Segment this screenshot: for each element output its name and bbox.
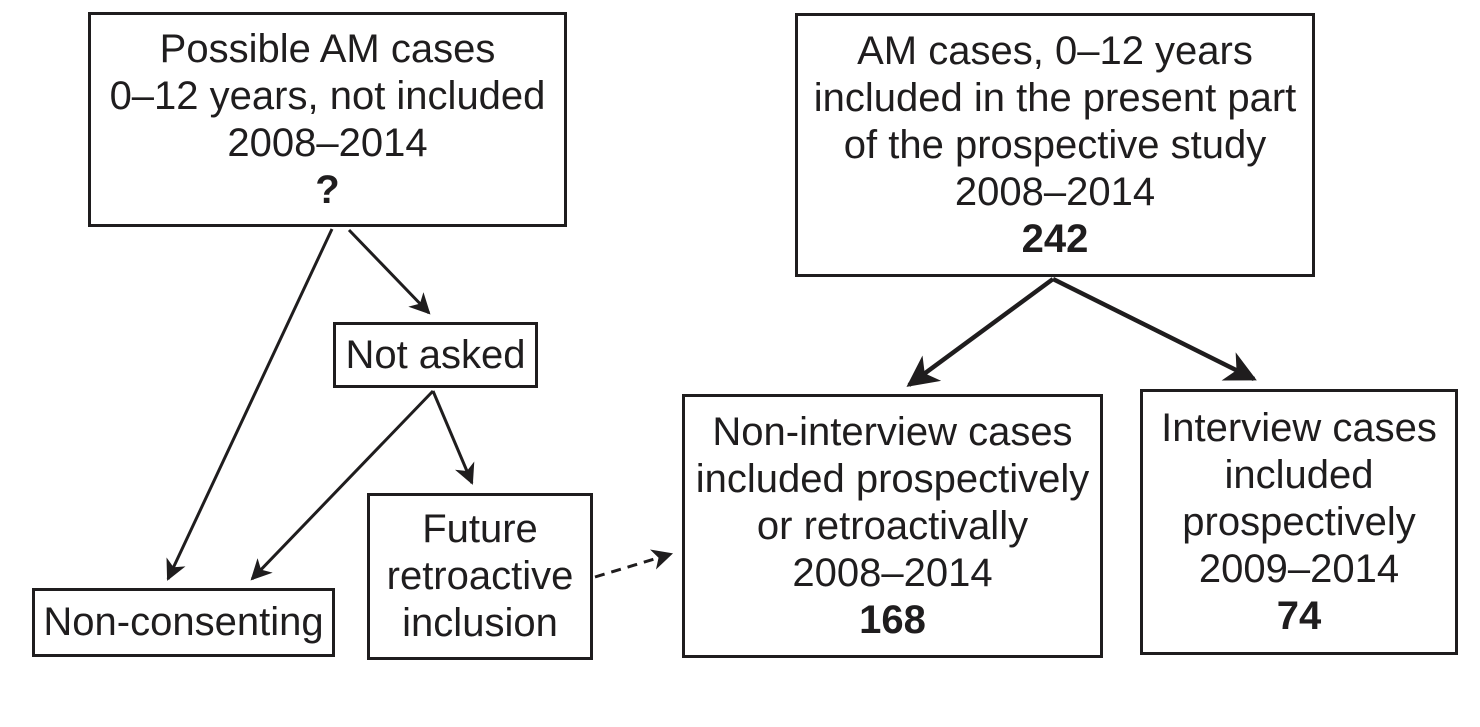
arrow-notasked-to-nonconsenting [250, 389, 435, 581]
node-text-line: Non-consenting [43, 600, 324, 644]
node-text-line: included prospectively [695, 456, 1090, 501]
node-text-line: 0–12 years, not included [109, 73, 546, 118]
node-text-line: AM cases, 0–12 years [857, 28, 1253, 73]
node-text-line: 2008–2014 [792, 550, 993, 595]
node-interview-cases: Interview cases included prospectively 2… [1140, 389, 1458, 655]
arrow-future-to-noninterview-dashed [594, 549, 674, 579]
node-count-value: 242 [1021, 216, 1089, 261]
node-text-line: inclusion [402, 601, 558, 645]
arrow-notasked-to-future [431, 390, 475, 485]
arrow-amcases-to-noninterview [906, 277, 1055, 387]
node-text-line: 2008–2014 [954, 169, 1156, 214]
node-text-line: Not asked [345, 332, 526, 377]
node-text-line: Interview cases [1161, 405, 1437, 450]
node-am-cases-included: AM cases, 0–12 years included in the pre… [795, 13, 1315, 277]
node-possible-am-cases: Possible AM cases 0–12 years, not includ… [88, 12, 567, 227]
node-non-consenting: Non-consenting [32, 588, 335, 657]
node-text-line: of the prospective study [843, 122, 1267, 167]
node-text-line: included in the present part [813, 75, 1297, 120]
node-count-value: 74 [1276, 593, 1322, 638]
node-text-line: prospectively [1182, 499, 1416, 544]
node-text-line: 2008–2014 [227, 120, 428, 165]
arrow-possible-to-notasked [347, 228, 431, 315]
node-text-line: 2009–2014 [1198, 546, 1400, 591]
node-text-line: retroactive [386, 554, 574, 598]
node-text-line: included [1224, 452, 1374, 497]
node-text-line: Non-interview cases [712, 409, 1073, 454]
node-future-retroactive-inclusion: Future retroactive inclusion [367, 493, 593, 660]
node-text-line: or retroactivally [756, 503, 1029, 548]
node-count-value: ? [315, 167, 340, 212]
arrow-amcases-to-interview [1051, 276, 1257, 382]
node-non-interview-cases: Non-interview cases included prospective… [682, 394, 1103, 658]
arrow-possible-to-nonconsenting [166, 228, 334, 581]
node-text-line: Future [422, 507, 538, 551]
node-not-asked: Not asked [333, 322, 538, 388]
node-count-value: 168 [859, 597, 926, 642]
node-text-line: Possible AM cases [159, 26, 496, 71]
